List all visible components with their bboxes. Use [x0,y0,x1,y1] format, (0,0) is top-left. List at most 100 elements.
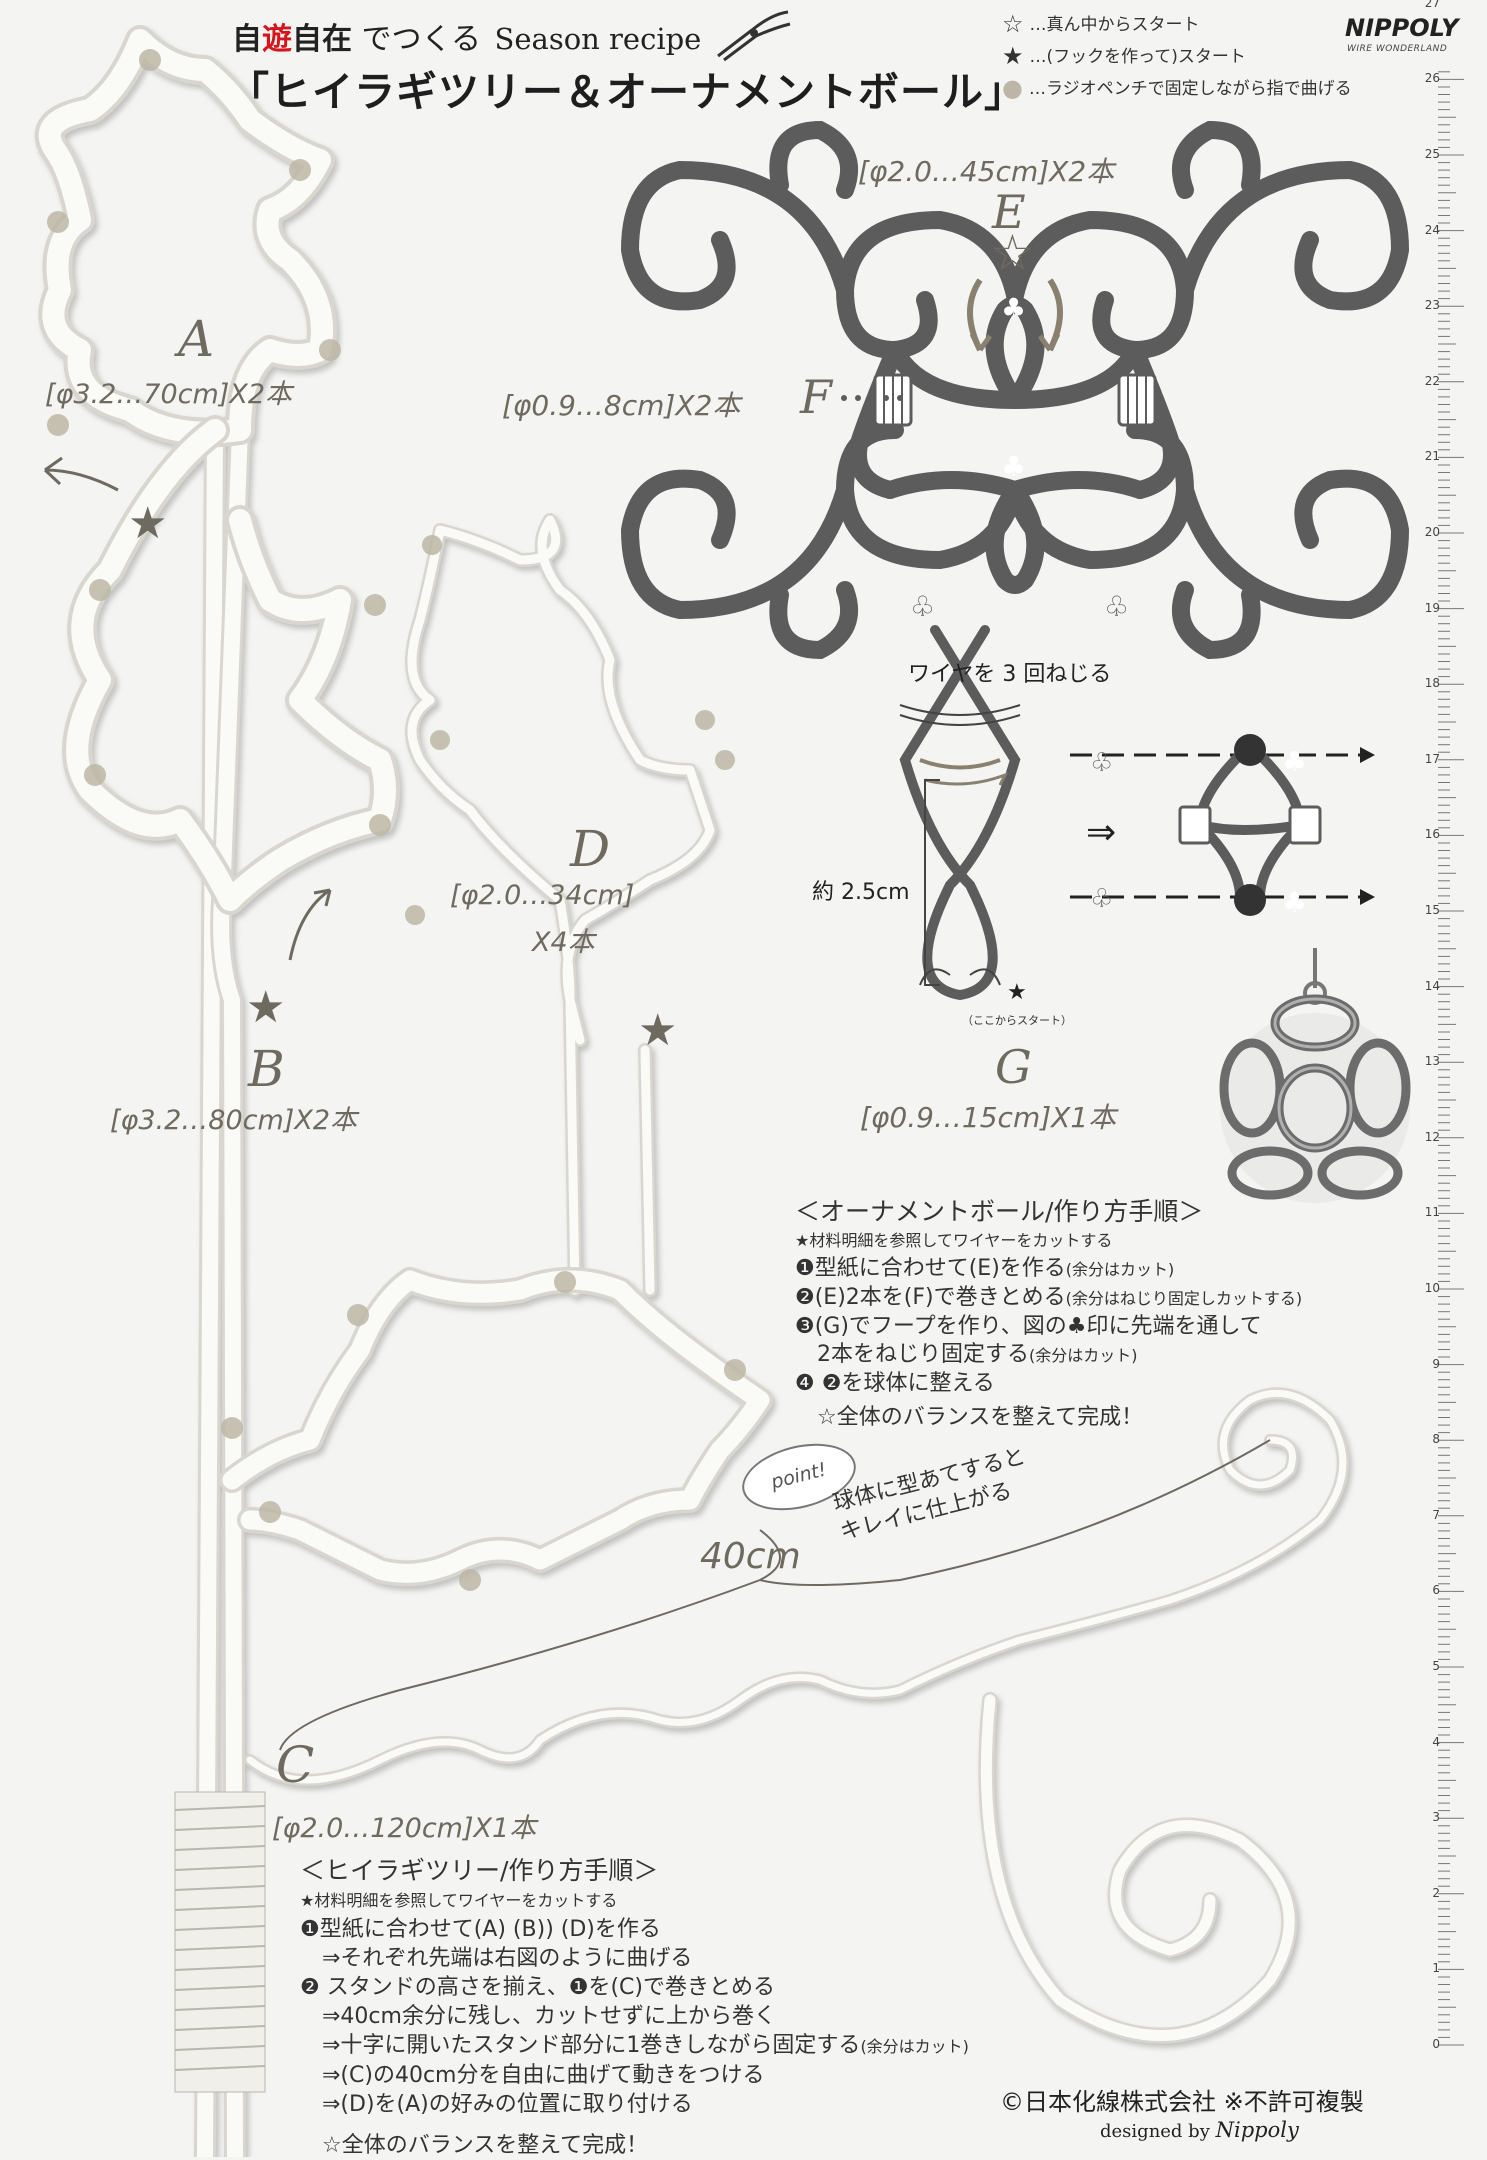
ruler-tick-label: 9 [1432,1356,1440,1371]
ruler-tick-label: 8 [1432,1432,1440,1447]
ruler-tick-label: 7 [1432,1507,1440,1522]
wire-wrap-coil [174,1791,266,2093]
legend-filled-star: ★…(フックを作って)スタート [1002,42,1246,70]
tree-step: ⇒40cm余分に残し、カットせずに上から巻く [300,2004,776,2029]
copyright-notice: ©日本化線株式会社 ※不許可複製 [1000,2088,1364,2116]
ruler-tick-label: 25 [1424,147,1440,161]
holly-tree-illustration [34,25,1349,2157]
legend-dot: ●…ラジオペンチで固定しながら指で曲げる [1002,74,1352,102]
ornament-step: ☆全体のバランスを整えて完成！ [795,1405,1144,1430]
club-bottom-icon: ♣ [1001,450,1027,483]
ruler-tick-label: 10 [1424,1281,1440,1295]
tree-step: ❷ スタンドの高さを揃え、❶を(C)で巻きとめる [300,1975,775,2000]
ruler-tick-label: 5 [1432,1659,1440,1673]
ruler-tick-label: 3 [1432,1810,1440,1825]
start-star-a-icon: ★ [128,498,168,549]
club-outline-1-icon: ♧ [910,590,936,623]
series-prefix-1: 自 [232,22,262,57]
part-a-letter: A [178,310,215,368]
club-top-icon: ♣ [1001,292,1027,325]
ruler-tick-label: 24 [1424,222,1440,237]
ornament-e-pattern [620,120,1410,660]
start-open-star-icon: ☆ [990,224,1035,282]
ruler-tick-label: 26 [1424,71,1440,86]
part-c-letter: C [276,1736,315,1794]
series-prefix-red: 遊 [262,22,292,57]
part-d-letter: D [570,820,611,878]
ruler-tick-label: 6 [1432,1583,1440,1598]
result-arrow: ⇒ [1086,812,1117,853]
ruler-tick-label: 2 [1432,1885,1440,1900]
ornament-step: ❸(G)でフープを作り、図の♣印に先端を通して [795,1314,1262,1339]
ornament-step: ★材料明細を参照してワイヤーをカットする [795,1231,1113,1250]
legend-open-star: ☆…真ん中からスタート [1002,10,1200,38]
g-hoop-diagram [899,625,1375,1001]
pliers-icon [717,10,791,62]
start-star-b-icon: ★ [246,982,286,1033]
part-e-letter: E [992,185,1026,239]
g-start-star-icon: ★ [1007,980,1027,1005]
tree-step: ★材料明細を参照してワイヤーをカットする [300,1891,618,1910]
club-outline-3-icon: ♧ [1090,748,1114,778]
part-g-spec: [φ0.9…15cm]X1本 [860,1101,1117,1134]
tree-step: ⇒(C)の40cm分を自由に曲げて動きをつける [300,2063,765,2088]
club-outline-2-icon: ♧ [1104,590,1130,623]
ornament-step: ❹ ❷を球体に整える [795,1371,995,1396]
ruler-tick-label: 21 [1424,449,1440,464]
part-a-spec: [φ3.2…70cm]X2本 [45,379,292,410]
ruler-tick-label: 17 [1424,751,1440,766]
part-f-letter: F [800,370,832,424]
ruler-tick-label: 20 [1424,525,1440,539]
ruler-tick-label: 0 [1432,2037,1440,2051]
ruler-tick-label: 22 [1424,373,1440,388]
ruler-tick-label: 14 [1424,978,1440,993]
part-e-spec: [φ2.0…45cm]X2本 [858,155,1115,188]
ruler-tick-label: 11 [1424,1205,1440,1220]
ruler-tick-label: 23 [1424,298,1440,313]
cm-ruler [1438,71,1464,2046]
tree-step: ⇒(D)を(A)の好みの位置に取り付ける [300,2092,693,2117]
ornament-step: ❶型紙に合わせて(E)を作る(余分はカット) [795,1256,1175,1281]
ruler-tick-label: 4 [1432,1734,1440,1749]
tree-instructions: ＜ヒイラギツリー/作り方手順＞ ★材料明細を参照してワイヤーをカットする ❶型紙… [300,1856,969,2160]
part-c-spec: [φ2.0…120cm]X1本 [272,1813,537,1844]
ornament-instructions-heading: ＜オーナメントボール/作り方手順＞ [795,1197,1204,1226]
part-f-spec: [φ0.9…8cm]X2本 [502,389,741,422]
recipe-series-label: 自遊自在 でつくる Season recipe [232,14,701,58]
part-g-letter: G [995,1040,1032,1094]
size-label: 約 2.5cm [812,880,910,905]
part-d-spec-1: [φ2.0…34cm] [450,880,635,911]
ornament-step: ❷(E)2本を(F)で巻きとめる(余分はねじり固定しカットする) [795,1285,1303,1310]
series-prefix-rest: でつくる [361,22,481,57]
ornament-instructions: ＜オーナメントボール/作り方手順＞ ★材料明細を参照してワイヤーをカットする ❶… [795,1198,1302,1432]
part-d-spec-2: X4本 [532,927,595,958]
tree-step: ❶型紙に合わせて(A) (B)) (D)を作る [300,1917,661,1942]
page-title: 「ヒイラギツリー＆オーナメントボール」 [228,68,1026,116]
ruler-tick-label: 27 [1424,0,1440,10]
designed-by: designed by Nippoly [1100,2118,1299,2142]
g-start-label: （ここからスタート） [962,1014,1072,1027]
f-pointer-dots [841,395,903,401]
ruler-tick-label: 13 [1424,1054,1440,1069]
bend-dots [47,49,746,1591]
club-result-top-icon: ♣ [1282,745,1308,778]
ornament-ball-image [1219,948,1411,1203]
club-result-bottom-icon: ♣ [1282,886,1308,919]
tree-step: ☆全体のバランスを整えて完成！ [300,2133,649,2158]
part-b-spec: [φ3.2…80cm]X2本 [110,1105,357,1136]
ruler-tick-label: 12 [1424,1129,1440,1144]
series-prefix-2: 自在 [292,22,352,57]
tree-instructions-heading: ＜ヒイラギツリー/作り方手順＞ [300,1856,659,1885]
tree-step: ⇒それぞれ先端は右図のように曲げる [300,1946,693,1971]
start-star-d-icon: ★ [638,1005,678,1056]
ruler-tick-label: 15 [1424,903,1440,917]
brand-logo: NIPPOLY [1345,14,1459,42]
designer-name: Nippoly [1215,2118,1299,2142]
tree-step: ⇒十字に開いたスタンド部分に1巻きしながら固定する(余分はカット) [300,2033,969,2058]
brand-tagline: WIRE WONDERLAND [1347,44,1448,54]
ornament-step: 2本をねじり固定する(余分はカット) [795,1342,1138,1367]
part-b-letter: B [248,1040,285,1098]
ruler-tick-label: 19 [1424,600,1440,615]
series-name: Season recipe [494,22,702,56]
measure-40cm-label: 40cm [700,1536,801,1577]
